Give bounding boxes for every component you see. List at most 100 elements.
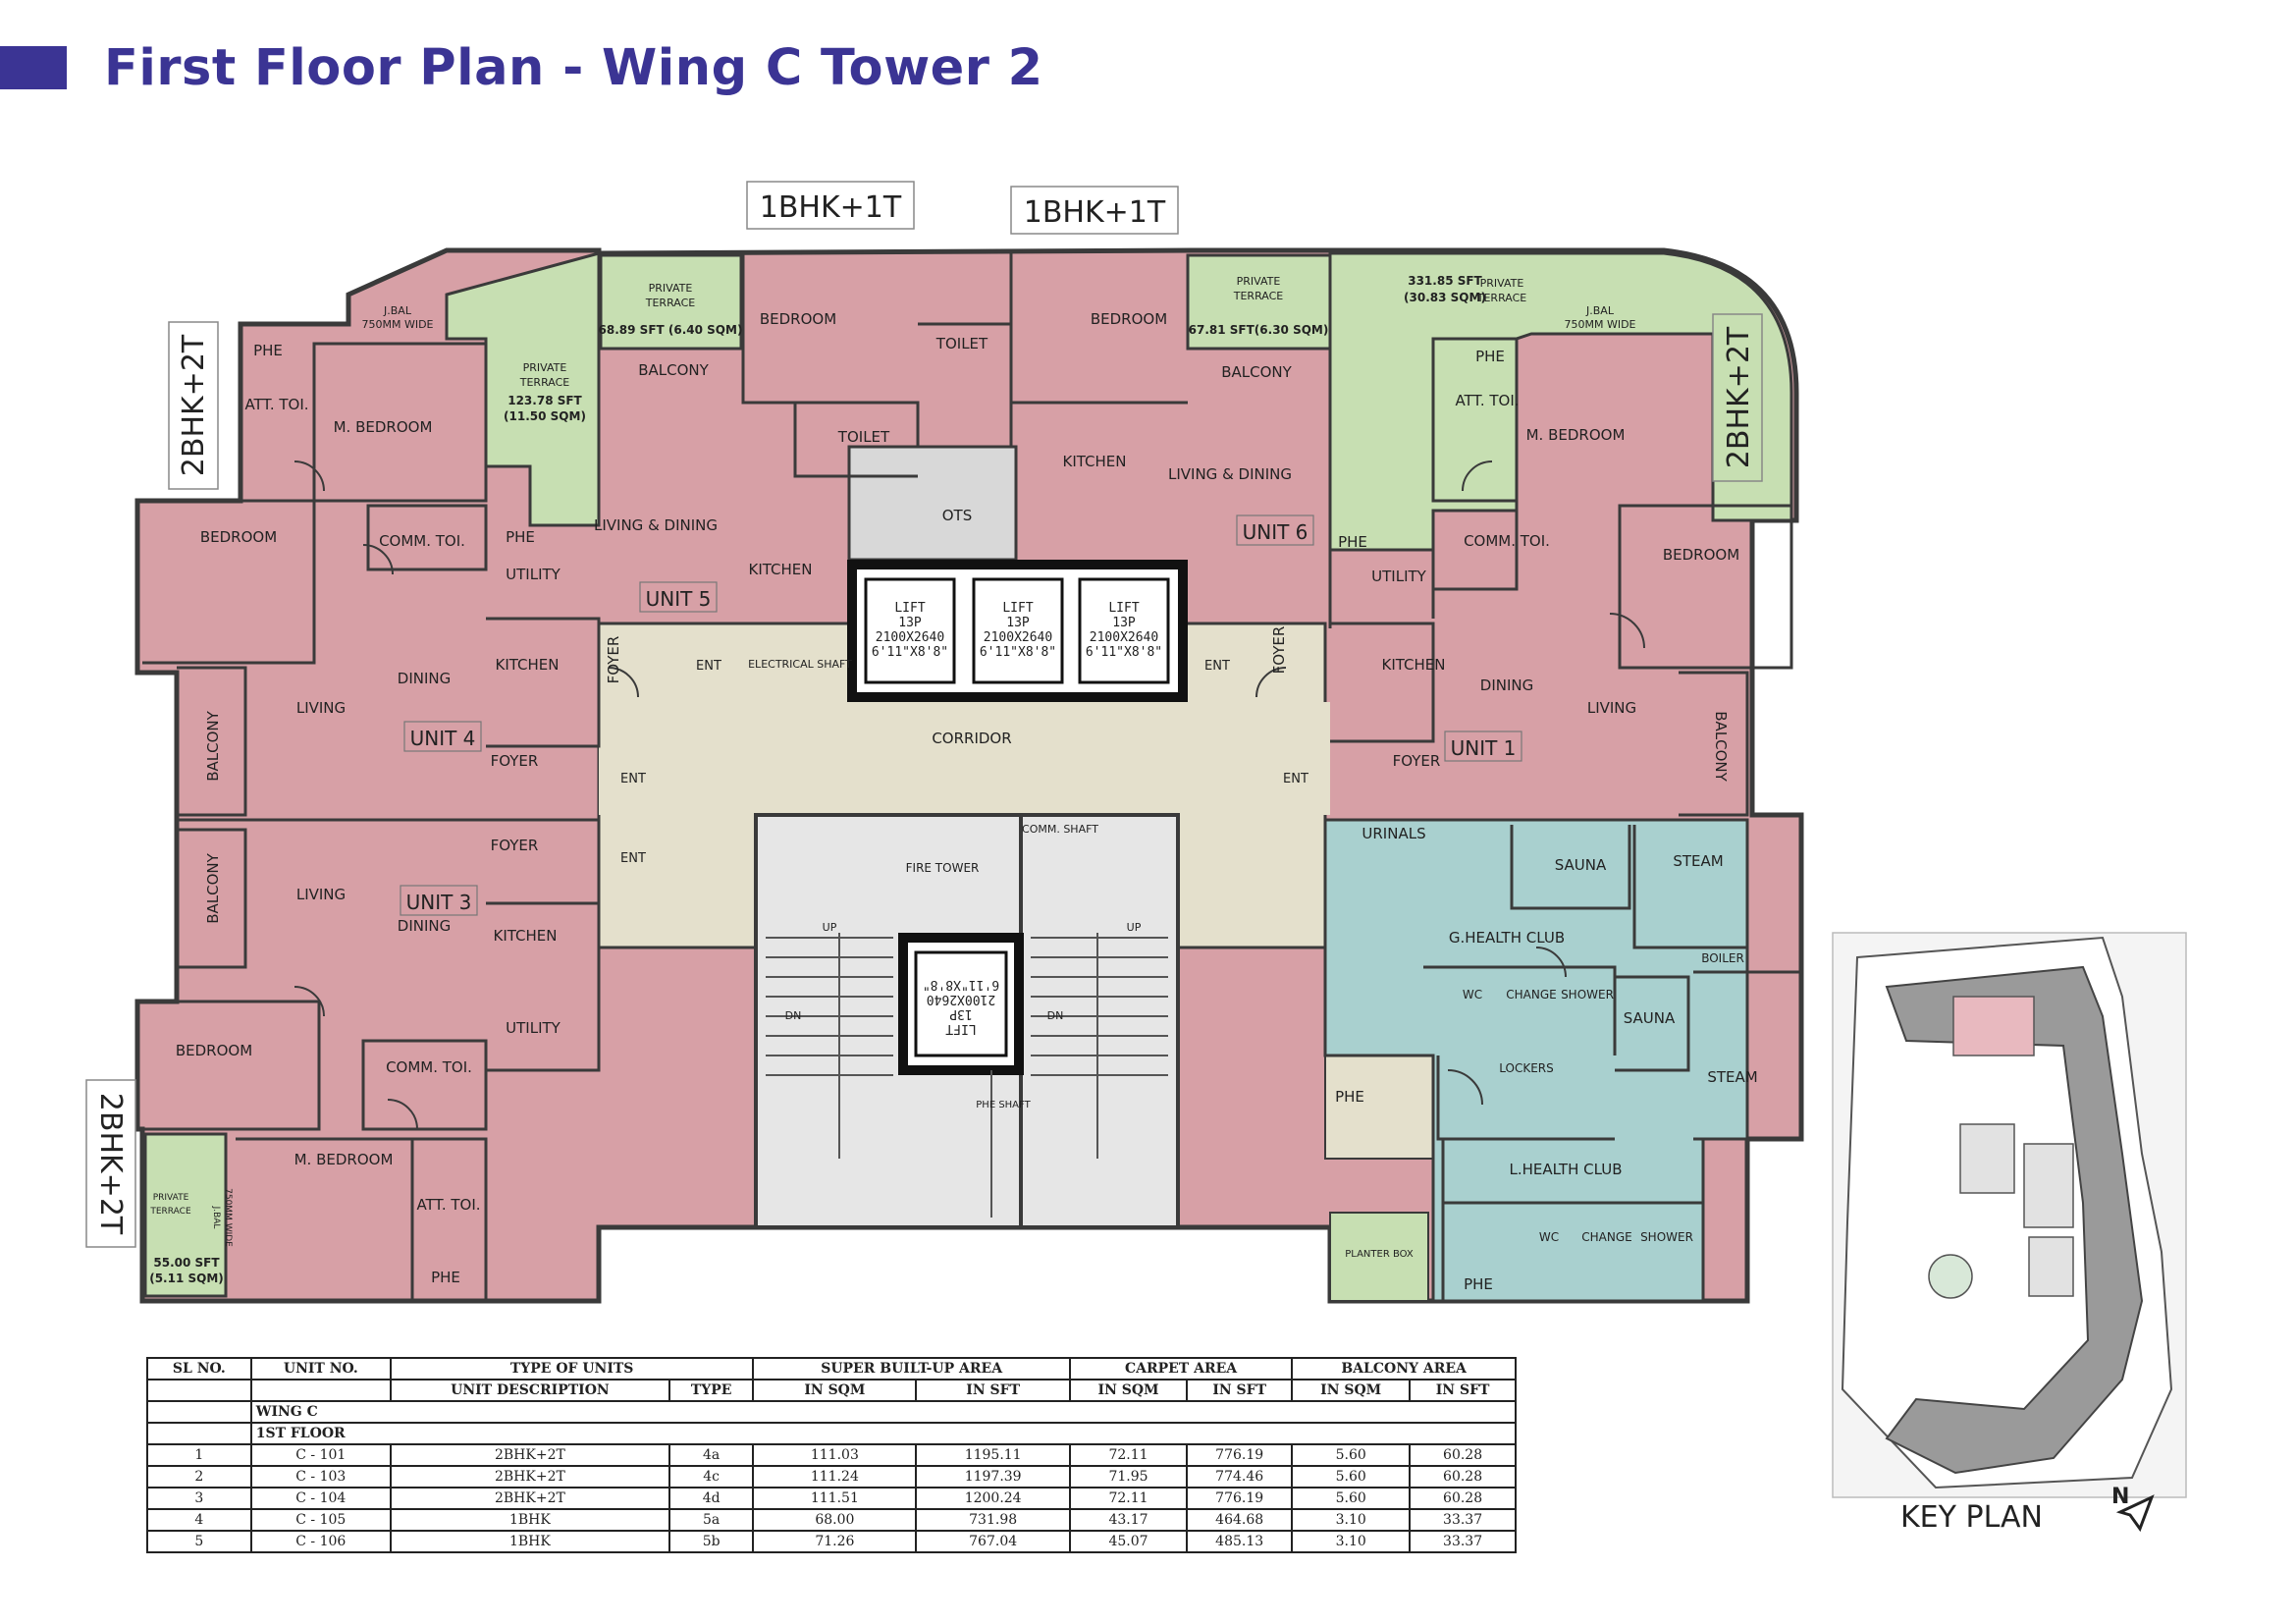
- lift-4-size-ft: 6'11"X8'8": [923, 977, 999, 992]
- cell-carpet-sqm: 43.17: [1068, 1508, 1189, 1532]
- cell-unitno: C - 106: [249, 1530, 392, 1553]
- type-tag-left-lower: 2BHK+2T: [93, 1093, 128, 1235]
- room-phe-u1: PHE: [1338, 533, 1367, 551]
- cell-type: 4a: [667, 1443, 755, 1467]
- key-plan-roundabout: [1928, 1254, 1973, 1299]
- th-empty-2: [249, 1379, 392, 1402]
- cell-super-sqm: 111.03: [752, 1443, 918, 1467]
- type-tag-box-top-right: [1010, 186, 1179, 235]
- unit-area-table: SL NO. UNIT NO. TYPE OF UNITS SUPER BUIL…: [146, 1357, 1518, 1553]
- room-dn-2: DN: [1047, 1009, 1064, 1022]
- th-balcony-sft: IN SFT: [1409, 1379, 1517, 1402]
- unit4-box: [403, 721, 482, 752]
- room-bedroom-ur: BEDROOM: [1663, 546, 1739, 564]
- lift-2-label: LIFT: [1002, 601, 1033, 616]
- terrace-unit1-sqm: (30.83 SQM): [1404, 291, 1486, 304]
- th-super-builtup: SUPER BUILT-UP AREA: [752, 1357, 1071, 1380]
- jbal-ur-wide: 750MM WIDE: [1564, 318, 1635, 331]
- th-unit-desc: UNIT DESCRIPTION: [389, 1379, 670, 1402]
- unit5-label: UNIT 5: [646, 587, 712, 611]
- floor-empty: [146, 1422, 252, 1445]
- room-planter-box: PLANTER BOX: [1345, 1249, 1414, 1260]
- room-lockers: LOCKERS: [1499, 1061, 1554, 1075]
- cell-balcony-sqm: 5.60: [1291, 1443, 1412, 1467]
- room-foyer-u6: FOYER: [1270, 626, 1288, 675]
- room-m-bedroom-ul: M. BEDROOM: [334, 418, 433, 436]
- cell-type: 4c: [667, 1465, 755, 1489]
- health-club: [1323, 818, 1749, 1303]
- unit1-box: [1444, 731, 1522, 762]
- room-balcony-u5: BALCONY: [638, 361, 709, 379]
- cell-carpet-sqm: 72.11: [1068, 1487, 1189, 1510]
- cell-type: 5b: [667, 1530, 755, 1553]
- room-att-toi-ur: ATT. TOI.: [1455, 392, 1519, 409]
- room-foyer-u5: FOYER: [605, 636, 622, 684]
- cell-slno: 5: [146, 1530, 252, 1553]
- room-balcony-u3: BALCONY: [204, 852, 222, 923]
- room-phe-club: PHE: [1335, 1088, 1364, 1106]
- room-toilet-u6: TOILET: [935, 335, 988, 352]
- type-tag-right: 2BHK+2T: [1722, 326, 1756, 468]
- room-urinals: URINALS: [1362, 825, 1425, 842]
- table-row: 2 C - 103 2BHK+2T 4c 111.24 1197.39 71.9…: [146, 1465, 1517, 1489]
- type-tag-top-left: 1BHK+1T: [760, 190, 902, 225]
- room-phe-ul1: PHE: [253, 342, 283, 359]
- jbal-ll: J.BAL: [211, 1206, 221, 1229]
- terrace-ll-area: 55.00 SFT: [153, 1256, 220, 1270]
- lift-2-cap: 13P: [1006, 616, 1030, 630]
- room-foyer-u3: FOYER: [491, 837, 539, 854]
- room-kitchen-u1: KITCHEN: [1382, 656, 1446, 674]
- cell-super-sqm: 111.51: [752, 1487, 918, 1510]
- room-change-1: CHANGE: [1506, 988, 1556, 1001]
- cell-super-sft: 1197.39: [915, 1465, 1071, 1489]
- stair-treads: [766, 933, 1168, 1218]
- lift-3-size: 2100X2640: [1090, 630, 1158, 645]
- room-att-toi-ll: ATT. TOI.: [416, 1196, 480, 1214]
- cell-desc: 2BHK+2T: [389, 1465, 670, 1489]
- room-kitchen-u4: KITCHEN: [496, 656, 560, 674]
- cell-carpet-sft: 776.19: [1186, 1443, 1294, 1467]
- key-plan-highlight: [1952, 996, 2035, 1056]
- cell-carpet-sqm: 72.11: [1068, 1443, 1189, 1467]
- interior-walls: [142, 253, 1793, 1301]
- room-comm-shaft: COMM. SHAFT: [1022, 823, 1098, 836]
- page-title: First Floor Plan - Wing C Tower 2: [104, 39, 1043, 97]
- cell-super-sqm: 71.26: [752, 1530, 918, 1553]
- lift-3-cap: 13P: [1112, 616, 1136, 630]
- cell-super-sqm: 68.00: [752, 1508, 918, 1532]
- lift-2-size: 2100X2640: [984, 630, 1052, 645]
- room-dining-u3: DINING: [398, 917, 451, 935]
- lift-4-size: 2100X2640: [927, 992, 995, 1006]
- th-balcony: BALCONY AREA: [1291, 1357, 1517, 1380]
- room-bedroom-ll: BEDROOM: [176, 1042, 252, 1059]
- cell-type: 5a: [667, 1508, 755, 1532]
- table-row: 5 C - 106 1BHK 5b 71.26 767.04 45.07 485…: [146, 1530, 1517, 1553]
- jbal-ur: J.BAL: [1585, 304, 1615, 317]
- ots-shaft: [847, 445, 1018, 562]
- cell-slno: 4: [146, 1508, 252, 1532]
- key-plan-road: [1885, 965, 2144, 1475]
- terrace-unit6-terrace: TERRACE: [1233, 290, 1284, 302]
- terrace-unit4-sqm: (11.50 SQM): [504, 409, 586, 423]
- lift-3-size-ft: 6'11"X8'8": [1086, 645, 1162, 660]
- th-unitno: UNIT NO.: [249, 1357, 392, 1380]
- key-plan-block-3: [2028, 1236, 2074, 1297]
- cell-balcony-sft: 33.37: [1409, 1508, 1517, 1532]
- north-label: N: [2111, 1485, 2129, 1509]
- unit3-label: UNIT 3: [406, 891, 472, 914]
- key-plan-block-2: [2023, 1143, 2074, 1228]
- terrace-unit2: [143, 1132, 228, 1298]
- room-comm-toi-ur: COMM. TOI.: [1464, 532, 1550, 550]
- cell-desc: 1BHK: [389, 1530, 670, 1553]
- jbal-ul: J.BAL: [383, 304, 412, 317]
- lift-1-cap: 13P: [898, 616, 922, 630]
- lift-1-size: 2100X2640: [876, 630, 944, 645]
- key-plan: KEY PLAN N: [1832, 932, 2187, 1535]
- cell-unitno: C - 103: [249, 1465, 392, 1489]
- lift-4-cap: 13P: [949, 1006, 973, 1021]
- room-bedroom-u6: BEDROOM: [1091, 310, 1167, 328]
- th-balcony-sqm: IN SQM: [1291, 1379, 1412, 1402]
- terrace-unit5-area: 68.89 SFT (6.40 SQM): [599, 323, 743, 337]
- cell-balcony-sqm: 5.60: [1291, 1465, 1412, 1489]
